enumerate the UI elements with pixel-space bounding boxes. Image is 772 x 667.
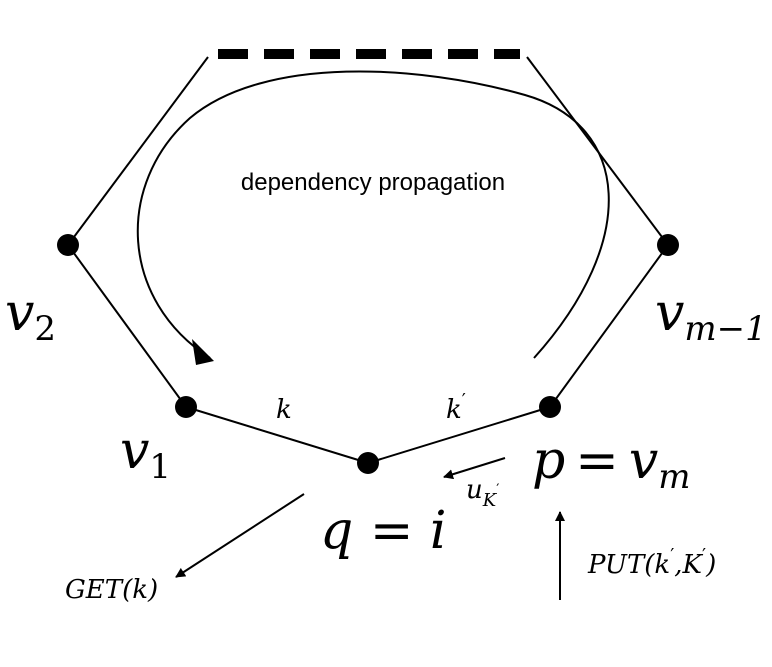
edge-label-k-prime: k′ <box>446 390 466 425</box>
edge-v2-v1 <box>67 244 187 408</box>
node-q <box>357 452 379 474</box>
edge-vm1-vm <box>549 244 669 408</box>
node-v2 <box>57 234 79 256</box>
edge-v1-q <box>185 406 369 464</box>
node-v1 <box>175 396 197 418</box>
label-v1: v1 <box>120 421 171 487</box>
caption-label: dependency propagation <box>241 169 505 196</box>
label-v-m-minus-1: vm−1 <box>655 283 767 349</box>
label-put: PUT(k′,K′) <box>587 545 716 580</box>
label-get-k: GET(k) <box>65 575 158 605</box>
label-p-equals-vm: p=vm <box>532 431 691 497</box>
edge-label-k: k <box>276 395 292 425</box>
label-q-equals-i: q = i <box>320 501 447 561</box>
u-arrow <box>443 457 506 480</box>
label-v2: v2 <box>5 283 56 349</box>
label-u-k-prime: uK′ <box>466 475 499 511</box>
edge-v2-top-left <box>67 56 209 246</box>
dependency-arrow-head <box>192 339 214 365</box>
get-arrow <box>175 493 305 578</box>
node-v-m-minus-1 <box>657 234 679 256</box>
dependency-propagation-arrow <box>136 70 610 359</box>
edge-q-vm <box>367 406 551 464</box>
node-v-m <box>539 396 561 418</box>
